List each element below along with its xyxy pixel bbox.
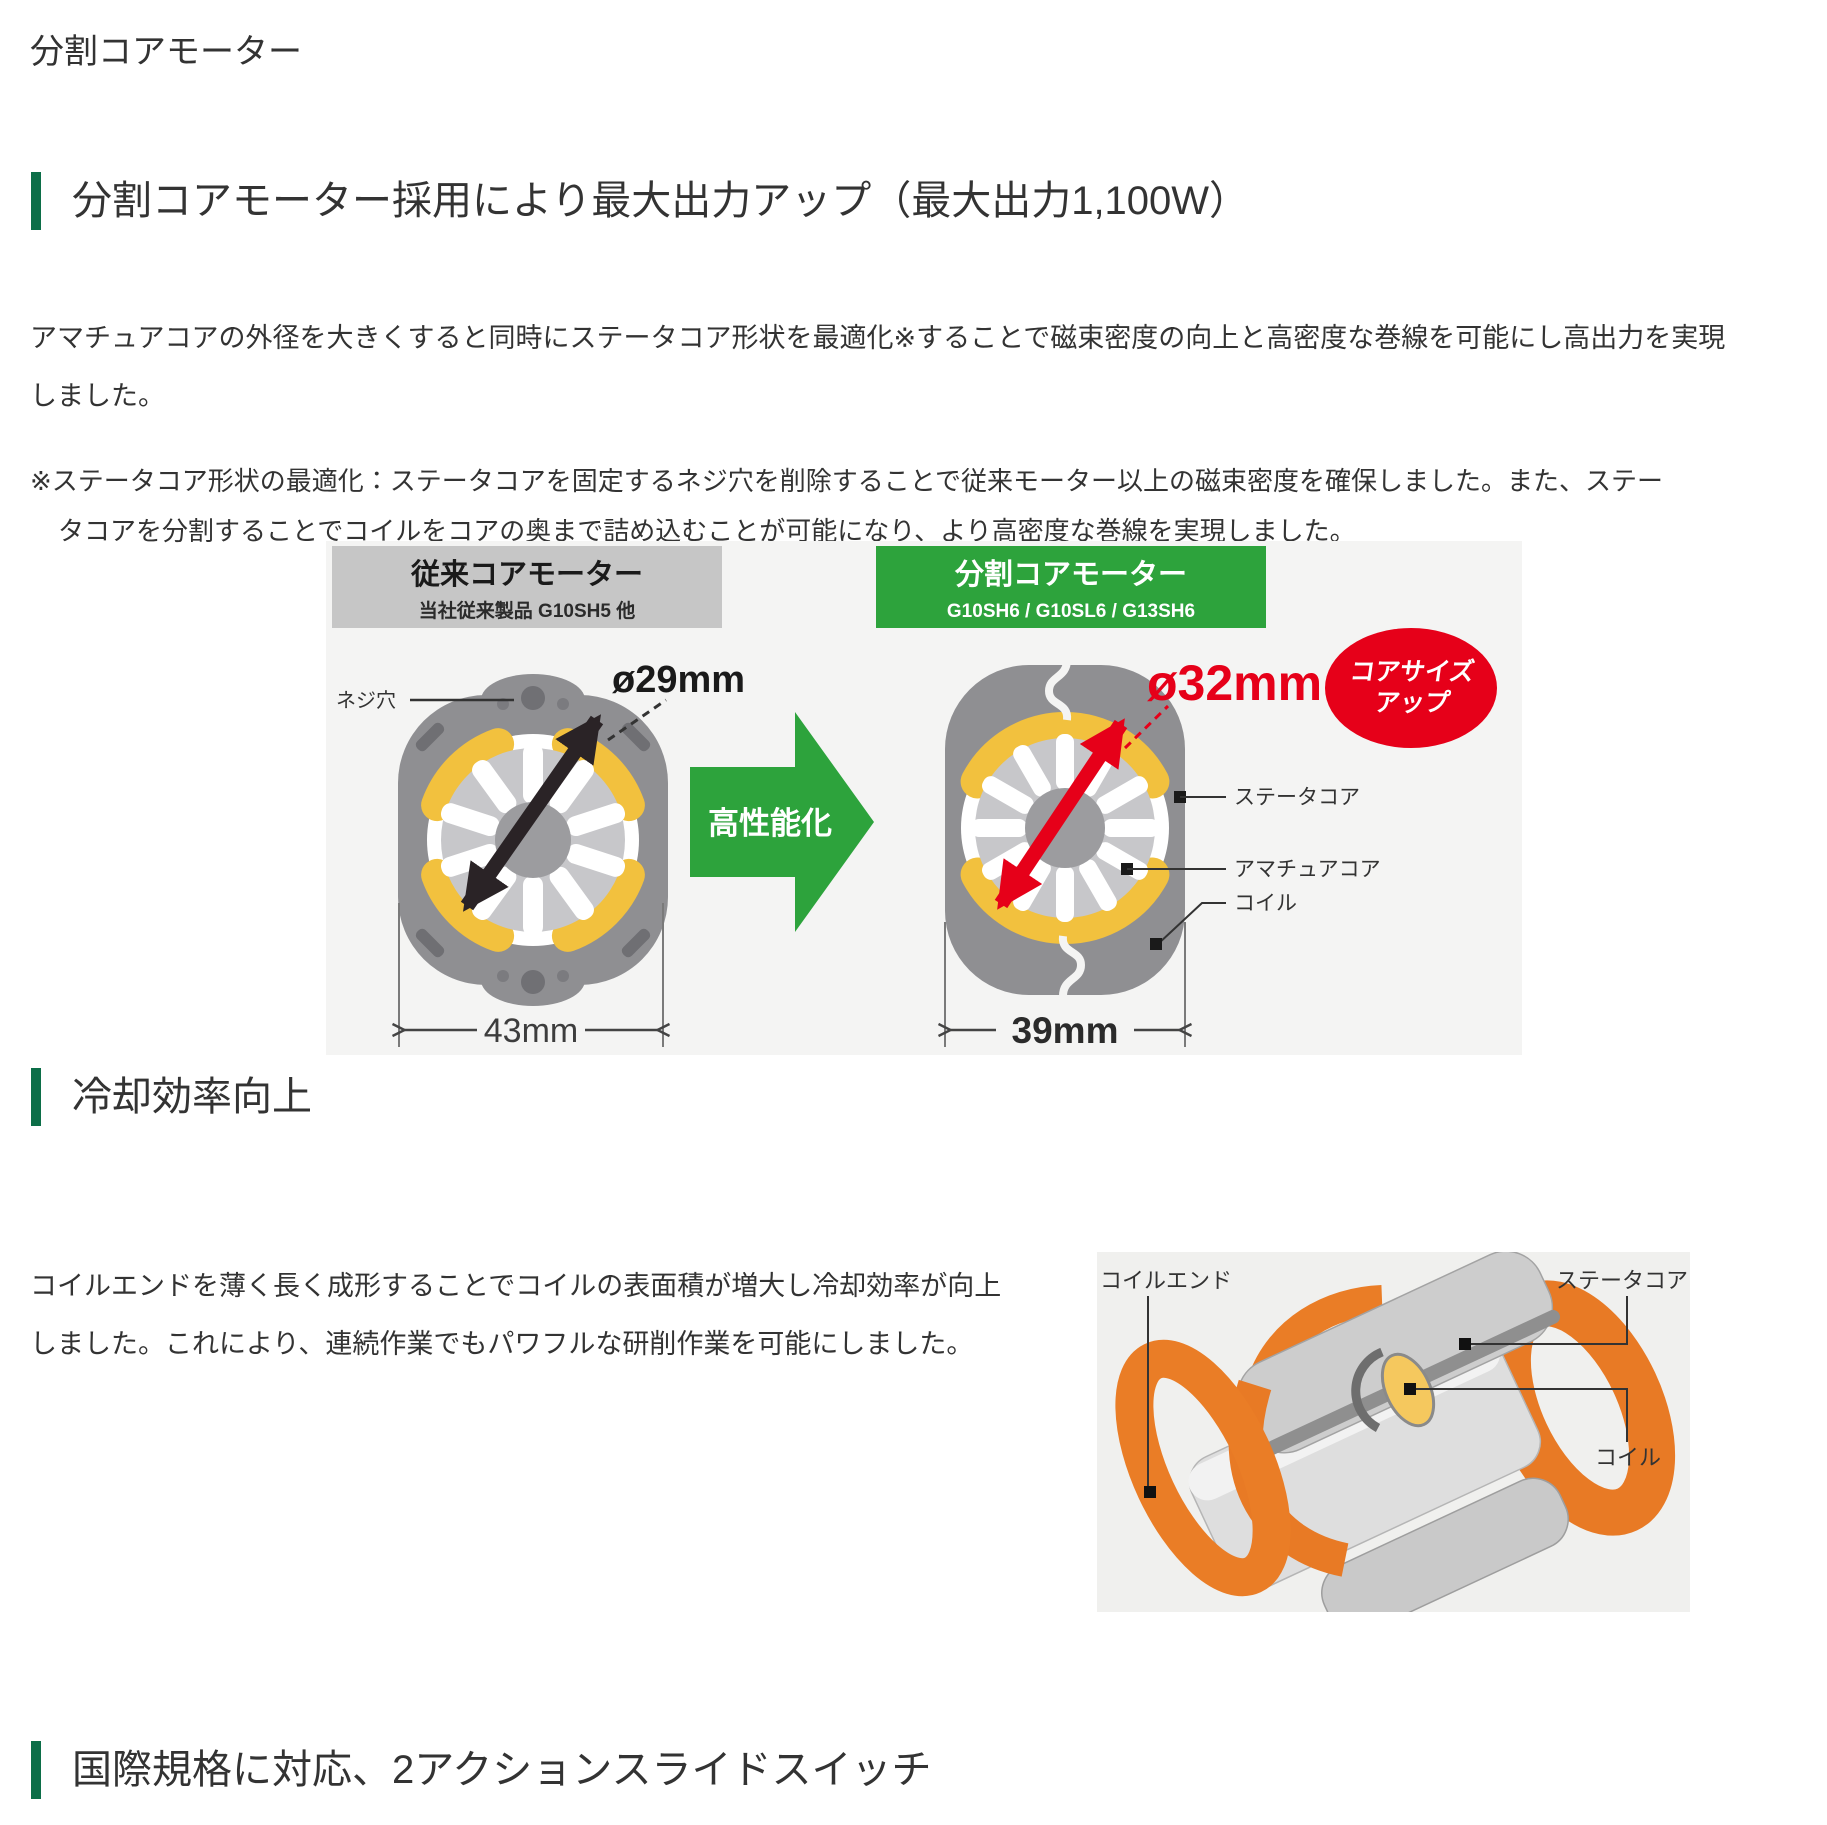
core-rim xyxy=(1351,1347,1384,1432)
badge-line2: アップ xyxy=(1373,689,1453,717)
section-heading-bar xyxy=(31,1741,41,1799)
legacy-subtitle: 当社従来製品 G10SH5 他 xyxy=(419,599,635,622)
coil-end-svg: コイルエンド ステータコア コイル xyxy=(1097,1252,1690,1612)
legacy-diameter-dashed-line xyxy=(607,698,667,742)
split-diameter-value: ø32mm xyxy=(1147,655,1322,711)
page-title: 分割コアモーター xyxy=(30,33,302,71)
performance-arrow-label: 高性能化 xyxy=(708,806,832,841)
section-heading-bar xyxy=(31,172,41,230)
core-size-up-badge: コアサイズ アップ xyxy=(1325,628,1497,748)
split-subtitle: G10SH6 / G10SL6 / G13SH6 xyxy=(947,601,1195,622)
screw-hole-bottom xyxy=(521,970,545,994)
motor-comparison-svg: 従来コアモーター 当社従来製品 G10SH5 他 分割コアモーター G10SH6… xyxy=(332,546,1497,1051)
coil-label: コイル xyxy=(1234,892,1297,915)
legacy-header-box: 従来コアモーター 当社従来製品 G10SH5 他 xyxy=(332,546,722,628)
coil-end-label: コイルエンド xyxy=(1100,1268,1232,1293)
split-title: 分割コアモーター xyxy=(954,558,1187,591)
coil-figure-labels: コイルエンド ステータコア コイル xyxy=(1100,1268,1688,1498)
legacy-width-dimension: 43mm xyxy=(399,903,663,1050)
split-width-dimension: 39mm xyxy=(945,922,1185,1051)
screw-hole-label: ネジ穴 xyxy=(336,689,396,712)
power-note-line1: ※ステータコア形状の最適化：ステータコアを固定するネジ穴を削除することで従来モー… xyxy=(30,466,1664,496)
legacy-width-value: 43mm xyxy=(484,1012,578,1050)
stator-bottom-shell xyxy=(1321,1477,1569,1612)
coil-end-figure: コイルエンド ステータコア コイル xyxy=(1097,1252,1690,1612)
section-heading-power: 分割コアモーター採用により最大出力アップ（最大出力1,100W） xyxy=(72,179,1250,223)
legacy-title: 従来コアモーター xyxy=(410,558,643,591)
section-heading-switch: 国際規格に対応、2アクションスライドスイッチ xyxy=(72,1748,932,1792)
split-diameter-dashed-line xyxy=(1123,704,1170,750)
badge-line1: コアサイズ xyxy=(1348,657,1476,686)
split-width-value: 39mm xyxy=(1012,1010,1119,1051)
stator-core-label: ステータコア xyxy=(1234,786,1360,809)
split-header-box: 分割コアモーター G10SH6 / G10SL6 / G13SH6 xyxy=(876,546,1266,628)
armature-core-label: アマチュアコア xyxy=(1234,858,1381,881)
screw-hole-top xyxy=(521,686,545,710)
coil-label-3d: コイル xyxy=(1595,1445,1661,1470)
split-core-joints xyxy=(1044,659,1086,997)
split-diameter-arrow xyxy=(994,718,1128,910)
performance-arrow: 高性能化 xyxy=(690,712,874,932)
stator-core-label-3d: ステータコア xyxy=(1556,1268,1688,1293)
legacy-motor-cross-section xyxy=(398,674,668,1006)
cooling-paragraph-line1: コイルエンドを薄く長く成形することでコイルの表面積が増大し冷却効率が向上 xyxy=(30,1271,1002,1301)
motor-comparison-figure: 従来コアモーター 当社従来製品 G10SH5 他 分割コアモーター G10SH6… xyxy=(326,541,1522,1055)
legacy-diameter-arrow xyxy=(460,714,604,912)
power-paragraph-line1: アマチュアコアの外径を大きくすると同時にステータコア形状を最適化※することで磁束… xyxy=(30,323,1726,353)
section-heading-cooling: 冷却効率向上 xyxy=(72,1075,312,1119)
power-paragraph-line2: しました。 xyxy=(30,381,165,411)
legacy-diameter-value: ø29mm xyxy=(612,659,745,701)
section-heading-bar xyxy=(31,1068,41,1126)
split-part-labels: ステータコア アマチュアコア コイル xyxy=(1121,786,1381,950)
cooling-paragraph-line2: しました。これにより、連続作業でもパワフルな研削作業を可能にしました。 xyxy=(30,1329,974,1359)
